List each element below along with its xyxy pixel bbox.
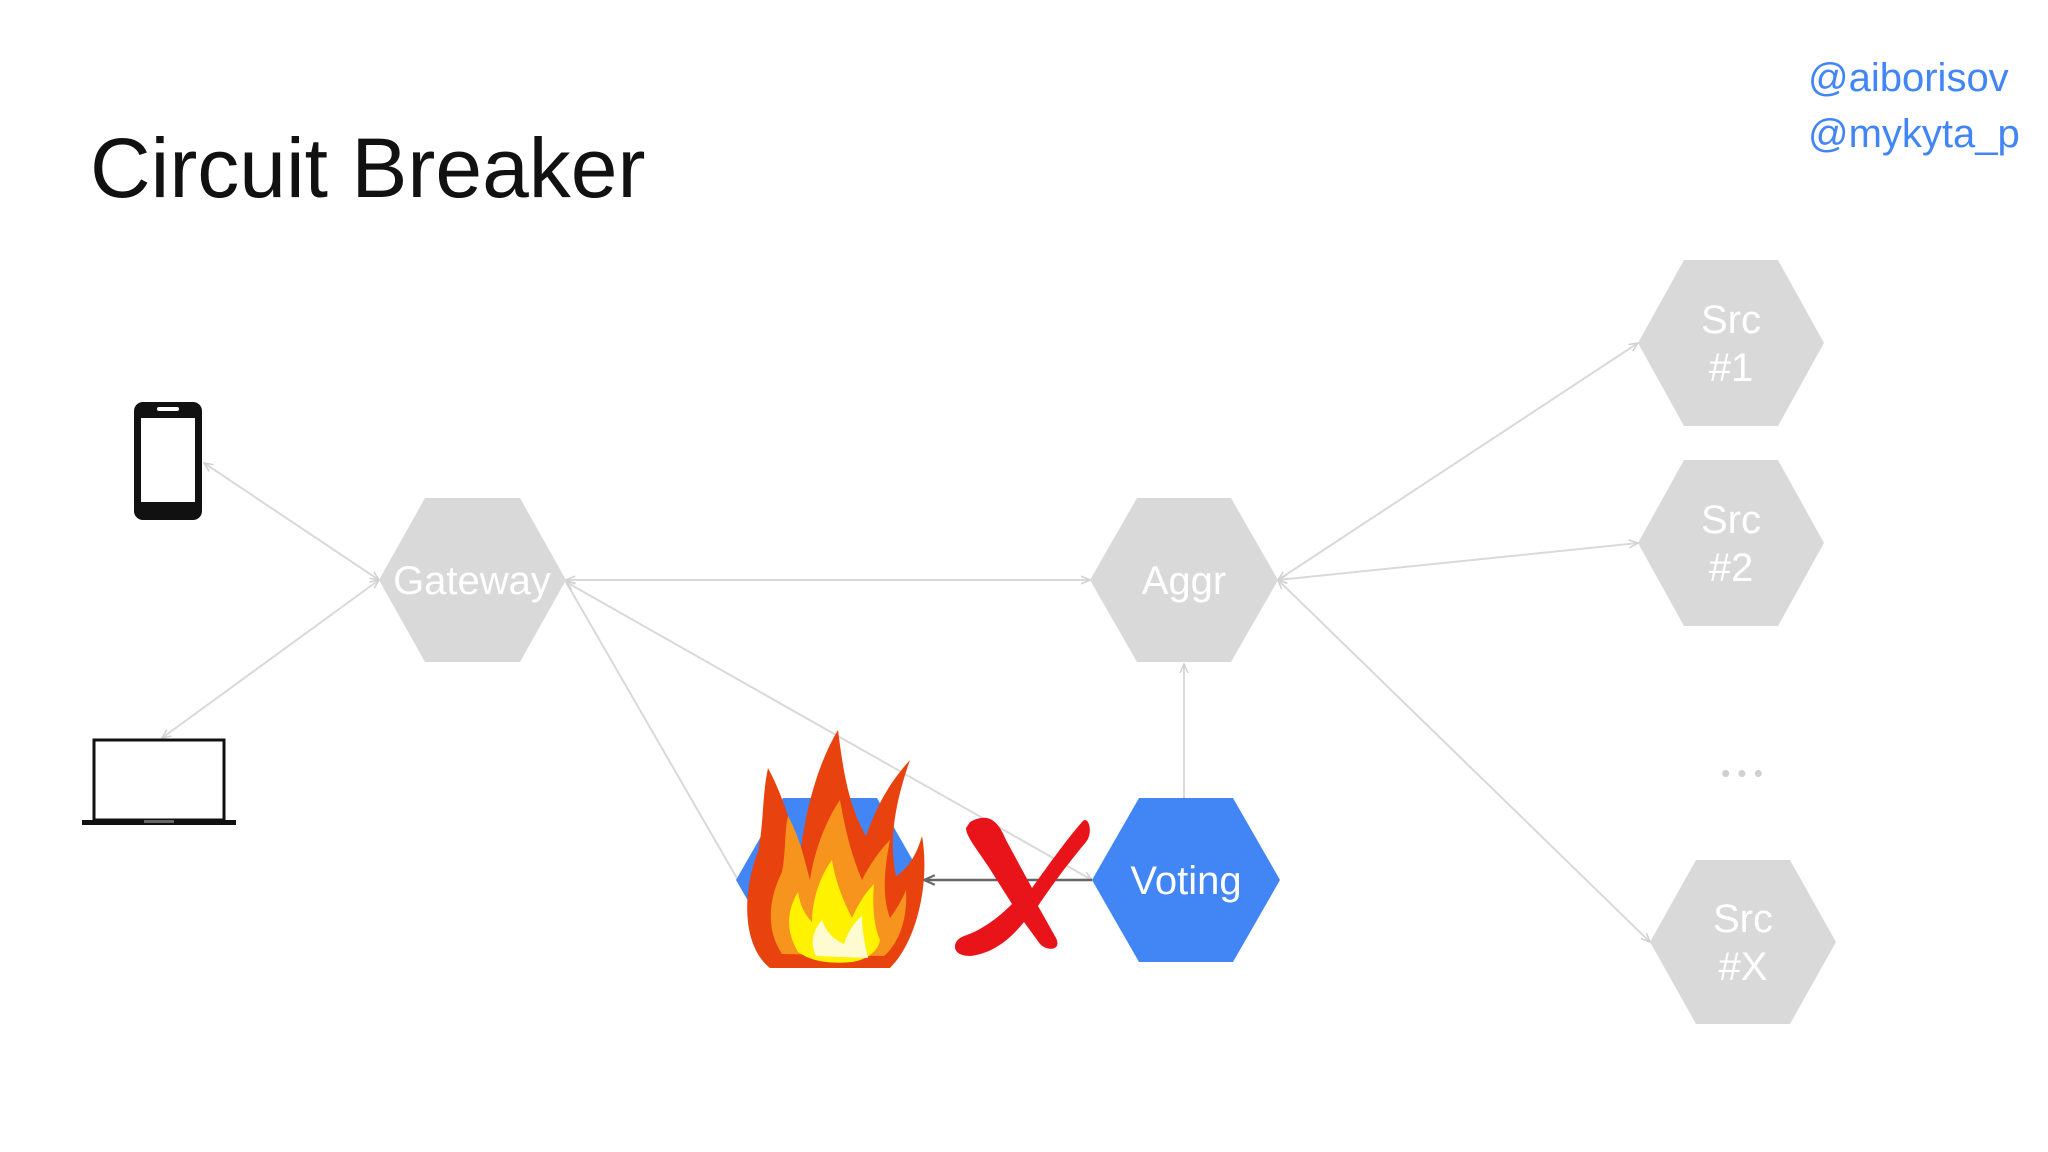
slide-title: Circuit Breaker (90, 121, 646, 215)
src1-label-line2: #1 (1709, 346, 1754, 390)
edge-aggr-src1 (1278, 343, 1638, 580)
edge-gateway-voting (566, 582, 1092, 880)
src1-label-line1: Src (1701, 298, 1761, 342)
aggr-node[interactable]: Aggr (1090, 498, 1278, 662)
src2-label-line2: #2 (1709, 546, 1754, 590)
handle-mykyta[interactable]: @mykyta_p (1808, 112, 2020, 156)
edge-aggr-src2 (1278, 543, 1638, 580)
srcx-label-line2: #X (1719, 945, 1768, 989)
srcx-label-line1: Src (1713, 897, 1773, 941)
srcx-node[interactable]: Src #X (1650, 860, 1836, 1024)
src2-label-line1: Src (1701, 498, 1761, 542)
edge-aggr-srcx (1278, 580, 1650, 942)
voting-label: Voting (1130, 859, 1241, 903)
laptop-icon (82, 738, 236, 825)
author-handles: @aiborisov @mykyta_p (1808, 50, 2020, 162)
red-cross-icon (954, 817, 1090, 956)
edge-phone-gateway (204, 463, 379, 580)
phone-icon (134, 402, 202, 520)
fire-icon (747, 730, 925, 968)
edge-gateway-failed (565, 581, 739, 881)
src2-node[interactable]: Src #2 (1638, 460, 1824, 626)
src1-node[interactable]: Src #1 (1638, 260, 1824, 426)
handle-aiborisov[interactable]: @aiborisov (1808, 56, 2009, 100)
voting-node[interactable]: Voting (1092, 798, 1280, 962)
gateway-node[interactable]: Gateway (379, 498, 566, 662)
ellipsis-label: • • • (1721, 758, 1763, 788)
gateway-label: Gateway (393, 559, 551, 603)
aggr-label: Aggr (1142, 559, 1227, 603)
edges (162, 343, 1650, 942)
edge-laptop-gateway (162, 580, 379, 738)
